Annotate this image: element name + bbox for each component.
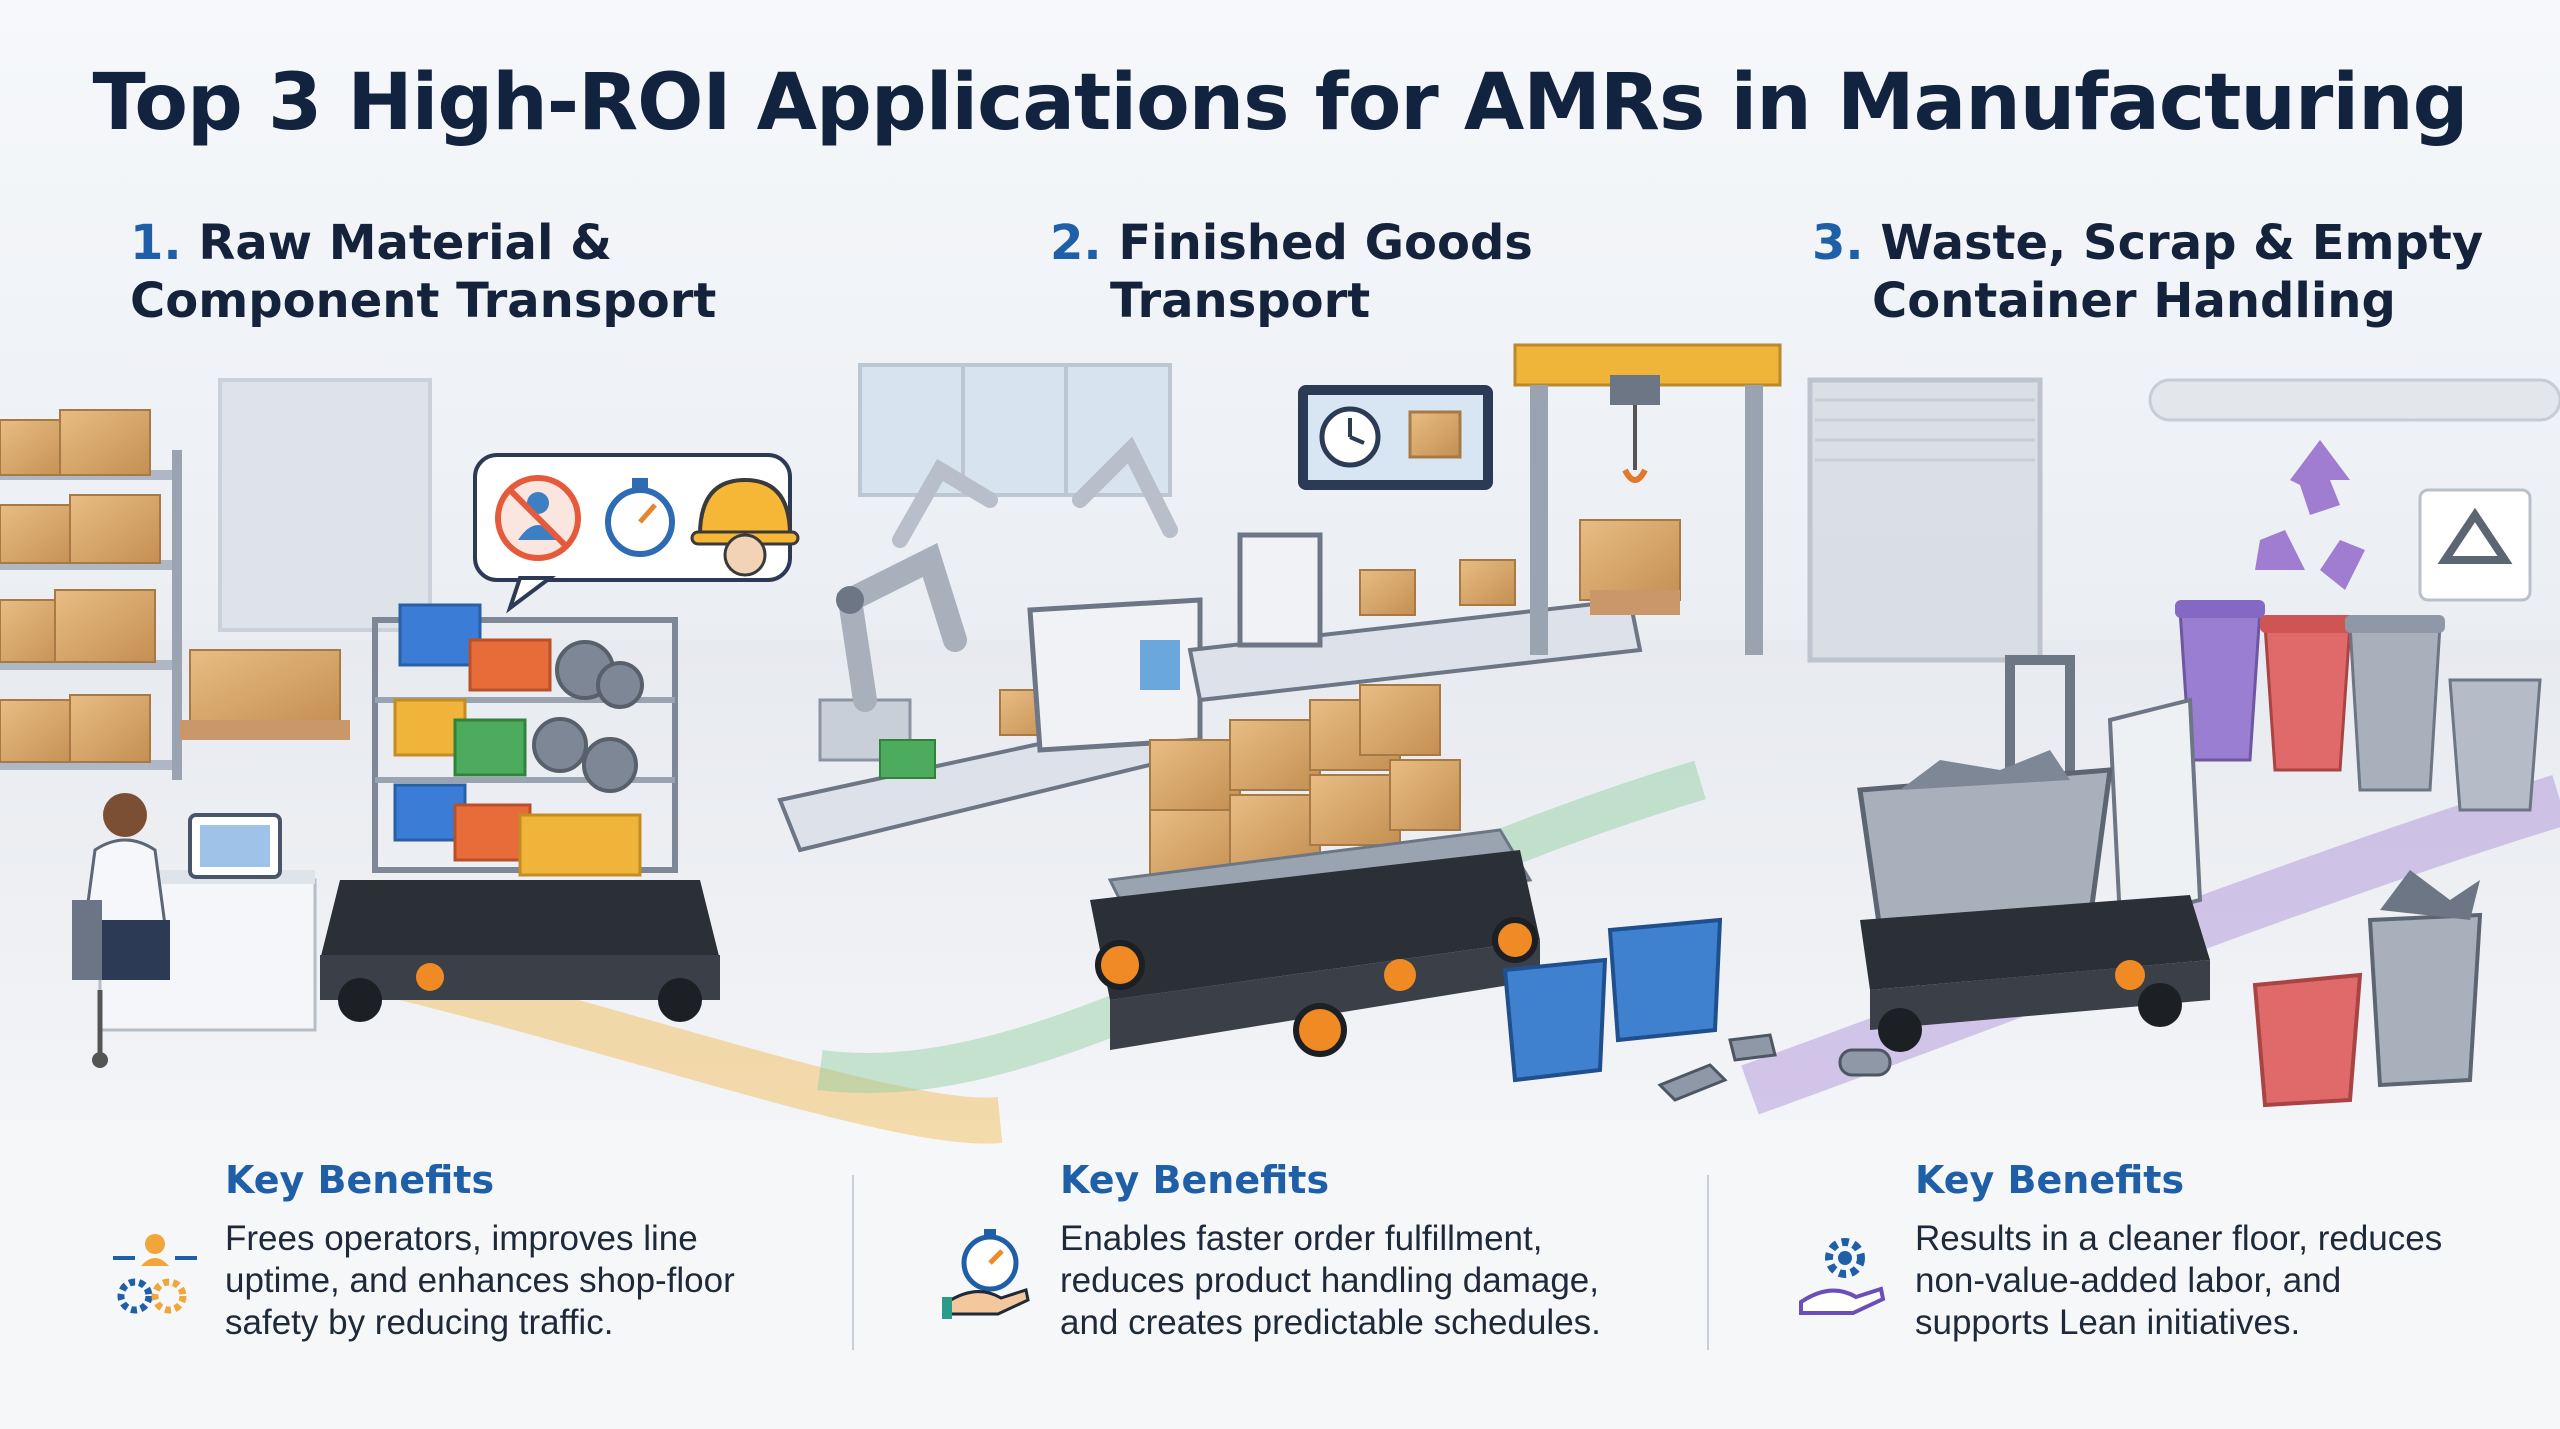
amr-robot-2 — [1090, 684, 1540, 1057]
section-2-number: 2. — [1050, 215, 1102, 271]
section-2-benefits-line3: and creates predictable schedules. — [1060, 1303, 1601, 1342]
section-1-title-line2: Component Transport — [130, 273, 717, 329]
section-3-benefits-heading: Key Benefits — [1915, 1158, 2185, 1202]
section-2-benefits-line2: reduces product handling damage, — [1060, 1261, 1599, 1300]
hand-gear-icon — [1799, 1238, 1886, 1315]
section-1-title-line1: Raw Material & — [198, 215, 612, 271]
section-3-number: 3. — [1812, 215, 1864, 271]
section-2-benefits-heading: Key Benefits — [1060, 1158, 1330, 1202]
section-1-title: 1. Raw Material & Component Transport — [130, 214, 716, 330]
operator-at-desk — [72, 793, 317, 1068]
scrap-bins-front — [2252, 870, 2483, 1108]
section-3-title: 3. Waste, Scrap & Empty Container Handli… — [1812, 214, 2483, 330]
section-1-benefits-line1: Frees operators, improves line — [225, 1219, 698, 1258]
recycle-sign — [2418, 488, 2532, 602]
section-3-title-line2: Container Handling — [1872, 273, 2396, 329]
page-title: Top 3 High-ROI Applications for AMRs in … — [92, 58, 2469, 148]
section-1-number: 1. — [130, 215, 182, 271]
box-icon — [1408, 410, 1462, 459]
section-2-title-line2: Transport — [1110, 273, 1371, 329]
hard-hat-icon — [690, 477, 800, 577]
section-3-benefits: Key Benefits Results in a cleaner floor,… — [1915, 1158, 2560, 1344]
overhead-crane — [1513, 343, 1782, 655]
divider-1 — [852, 1175, 854, 1350]
section-2-title: 2. Finished Goods Transport — [1050, 214, 1533, 330]
section-1-benefits: Key Benefits Frees operators, improves l… — [225, 1158, 945, 1344]
section-2-benefits-text: Enables faster order fulfillment, reduce… — [1060, 1218, 1780, 1344]
clock-icon — [1319, 406, 1381, 468]
robot-arm-back — [892, 436, 1178, 548]
hand-stopwatch-icon — [942, 1229, 1030, 1319]
scrap-pieces — [1657, 1033, 1892, 1102]
section-3-benefits-line1: Results in a cleaner floor, reduces — [1915, 1219, 2443, 1258]
operator-gear-icon — [113, 1234, 197, 1314]
section-1-benefits-line2: uptime, and enhances shop-floor — [225, 1261, 735, 1300]
section-3-benefits-line3: supports Lean initiatives. — [1915, 1303, 2301, 1342]
amr-robot-1 — [320, 603, 720, 1022]
conveyor-2 — [1187, 519, 1681, 703]
section-3-benefits-line2: non-value-added labor, and — [1915, 1261, 2342, 1300]
safety-speech-bubble — [473, 453, 800, 614]
recycle-icon — [2255, 440, 2365, 590]
conveyor-1 — [777, 597, 1203, 853]
section-2-title-line1: Finished Goods — [1118, 215, 1533, 271]
section-3-title-line1: Waste, Scrap & Empty — [1880, 215, 2484, 271]
back-walls — [218, 363, 2560, 663]
section-1-benefits-text: Frees operators, improves line uptime, a… — [225, 1218, 945, 1344]
section-1-benefits-heading: Key Benefits — [225, 1158, 495, 1202]
empty-blue-crates — [1502, 917, 1723, 1083]
section-1-benefits-line3: safety by reducing traffic. — [225, 1303, 614, 1342]
section-3-benefits-text: Results in a cleaner floor, reduces non-… — [1915, 1218, 2560, 1344]
section-2-benefits-line1: Enables faster order fulfillment, — [1060, 1219, 1543, 1258]
amr-robot-3 — [1857, 655, 2210, 1052]
section-2-benefits: Key Benefits Enables faster order fulfil… — [1060, 1158, 1780, 1344]
warehouse-shelf — [0, 409, 350, 780]
divider-2 — [1707, 1175, 1709, 1350]
status-monitor — [1298, 385, 1493, 490]
recycling-bins — [2175, 600, 2542, 812]
stopwatch-icon — [605, 478, 675, 557]
no-person-icon — [495, 475, 581, 561]
